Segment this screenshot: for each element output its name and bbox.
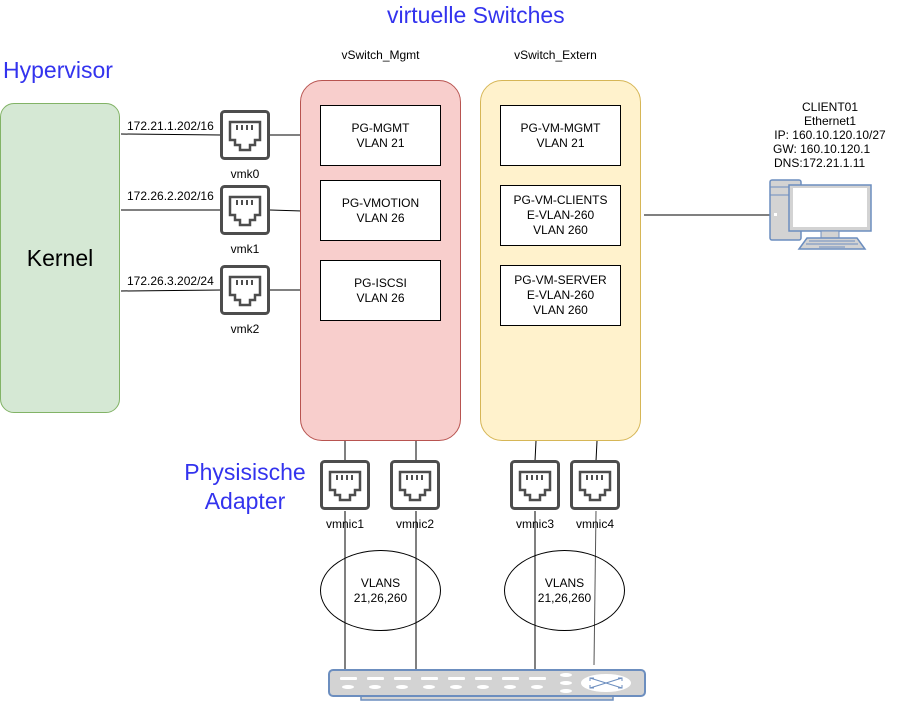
- vswitch-extern-label: vSwitch_Extern: [514, 48, 597, 62]
- link-vswitch-vmnic3: [534, 440, 537, 462]
- link-kernel-vmk0: [120, 133, 222, 136]
- link-kernel-vmk2: [120, 289, 222, 292]
- portgroup-name: PG-VMOTION: [341, 195, 420, 210]
- vmnic4-label: vmnic4: [575, 517, 614, 531]
- vmk2-label: vmk2: [230, 322, 260, 336]
- physical-adapter-label-line2: Adapter: [204, 488, 286, 514]
- ethernet-port-icon[interactable]: [570, 460, 620, 510]
- portgroup-vlan: VLAN 260: [533, 303, 588, 317]
- portgroup-vlan: VLAN 21: [536, 135, 585, 150]
- portgroup-vlan: VLAN 26: [356, 210, 405, 225]
- vlan-group-title: VLANS: [360, 575, 401, 590]
- client-interface: Ethernet1: [803, 114, 857, 128]
- vmk0-ip: 172.21.1.202/16: [127, 119, 214, 133]
- client-computer-icon[interactable]: [769, 179, 873, 251]
- link-vswitch-vmnic4: [595, 440, 598, 462]
- portgroup-pg-iscsi[interactable]: PG-ISCSI VLAN 26: [320, 260, 441, 321]
- physical-switch-icon[interactable]: [328, 668, 646, 701]
- portgroup-name: PG-MGMT: [351, 120, 410, 135]
- ethernet-port-icon[interactable]: [220, 265, 270, 315]
- physical-adapter-label: Physisische Adapter: [180, 458, 310, 516]
- client-dns: DNS:172.21.1.11: [774, 156, 866, 170]
- client-gateway: GW: 160.10.120.1: [773, 142, 871, 156]
- portgroup-pg-vm-clients[interactable]: PG-VM-CLIENTS E-VLAN-260 VLAN 260: [500, 185, 621, 246]
- portgroup-name: PG-VM-CLIENTS: [513, 193, 608, 207]
- kernel-box[interactable]: Kernel: [0, 103, 120, 413]
- vlan-group-mgmt: VLANS 21,26,260: [320, 550, 441, 631]
- vmk0-label: vmk0: [230, 167, 260, 181]
- vmnic1-label: vmnic1: [325, 517, 364, 531]
- vswitch-mgmt-label: vSwitch_Mgmt: [341, 48, 420, 62]
- vlan-group-extern: VLANS 21,26,260: [504, 550, 625, 631]
- portgroup-vlan: VLAN 21: [356, 135, 405, 150]
- vlan-group-title: VLANS: [544, 575, 585, 590]
- hypervisor-label: Hypervisor: [3, 57, 113, 83]
- vmnic2-label: vmnic2: [395, 517, 434, 531]
- ethernet-port-icon[interactable]: [220, 110, 270, 160]
- vlan-group-ids: 21,26,260: [353, 590, 408, 605]
- client-ip: IP: 160.10.120.10/27: [774, 128, 886, 142]
- ethernet-port-icon[interactable]: [390, 460, 440, 510]
- physical-adapter-label-line1: Physisische: [184, 459, 306, 485]
- vmk1-label: vmk1: [230, 242, 260, 256]
- portgroup-vlan: VLAN 26: [356, 290, 405, 305]
- title-virtual-switches: virtuelle Switches: [387, 2, 565, 28]
- portgroup-name: PG-ISCSI: [354, 275, 407, 290]
- ethernet-port-icon[interactable]: [220, 185, 270, 235]
- portgroup-vlan: VLAN 260: [533, 223, 588, 237]
- portgroup-evlan: E-VLAN-260: [526, 288, 595, 302]
- ethernet-port-icon[interactable]: [510, 460, 560, 510]
- kernel-label: Kernel: [26, 244, 94, 271]
- portgroup-name: PG-VM-MGMT: [520, 120, 601, 135]
- link-vmk1-vswitch: [269, 209, 303, 212]
- portgroup-evlan: E-VLAN-260: [526, 208, 595, 222]
- vmk2-ip: 172.26.3.202/24: [127, 274, 214, 288]
- portgroup-pg-vm-server[interactable]: PG-VM-SERVER E-VLAN-260 VLAN 260: [500, 265, 621, 326]
- client-name: CLIENT01: [801, 100, 859, 114]
- vmk1-ip: 172.26.2.202/16: [127, 189, 214, 203]
- vlan-group-ids: 21,26,260: [537, 590, 592, 605]
- portgroup-pg-vmotion[interactable]: PG-VMOTION VLAN 26: [320, 180, 441, 241]
- vmnic3-label: vmnic3: [515, 517, 554, 531]
- portgroup-pg-mgmt[interactable]: PG-MGMT VLAN 21: [320, 105, 441, 166]
- ethernet-port-icon[interactable]: [320, 460, 370, 510]
- portgroup-name: PG-VM-SERVER: [514, 273, 607, 287]
- portgroup-pg-vm-mgmt[interactable]: PG-VM-MGMT VLAN 21: [500, 105, 621, 166]
- client-info: CLIENT01 Ethernet1 IP: 160.10.120.10/27 …: [770, 100, 890, 170]
